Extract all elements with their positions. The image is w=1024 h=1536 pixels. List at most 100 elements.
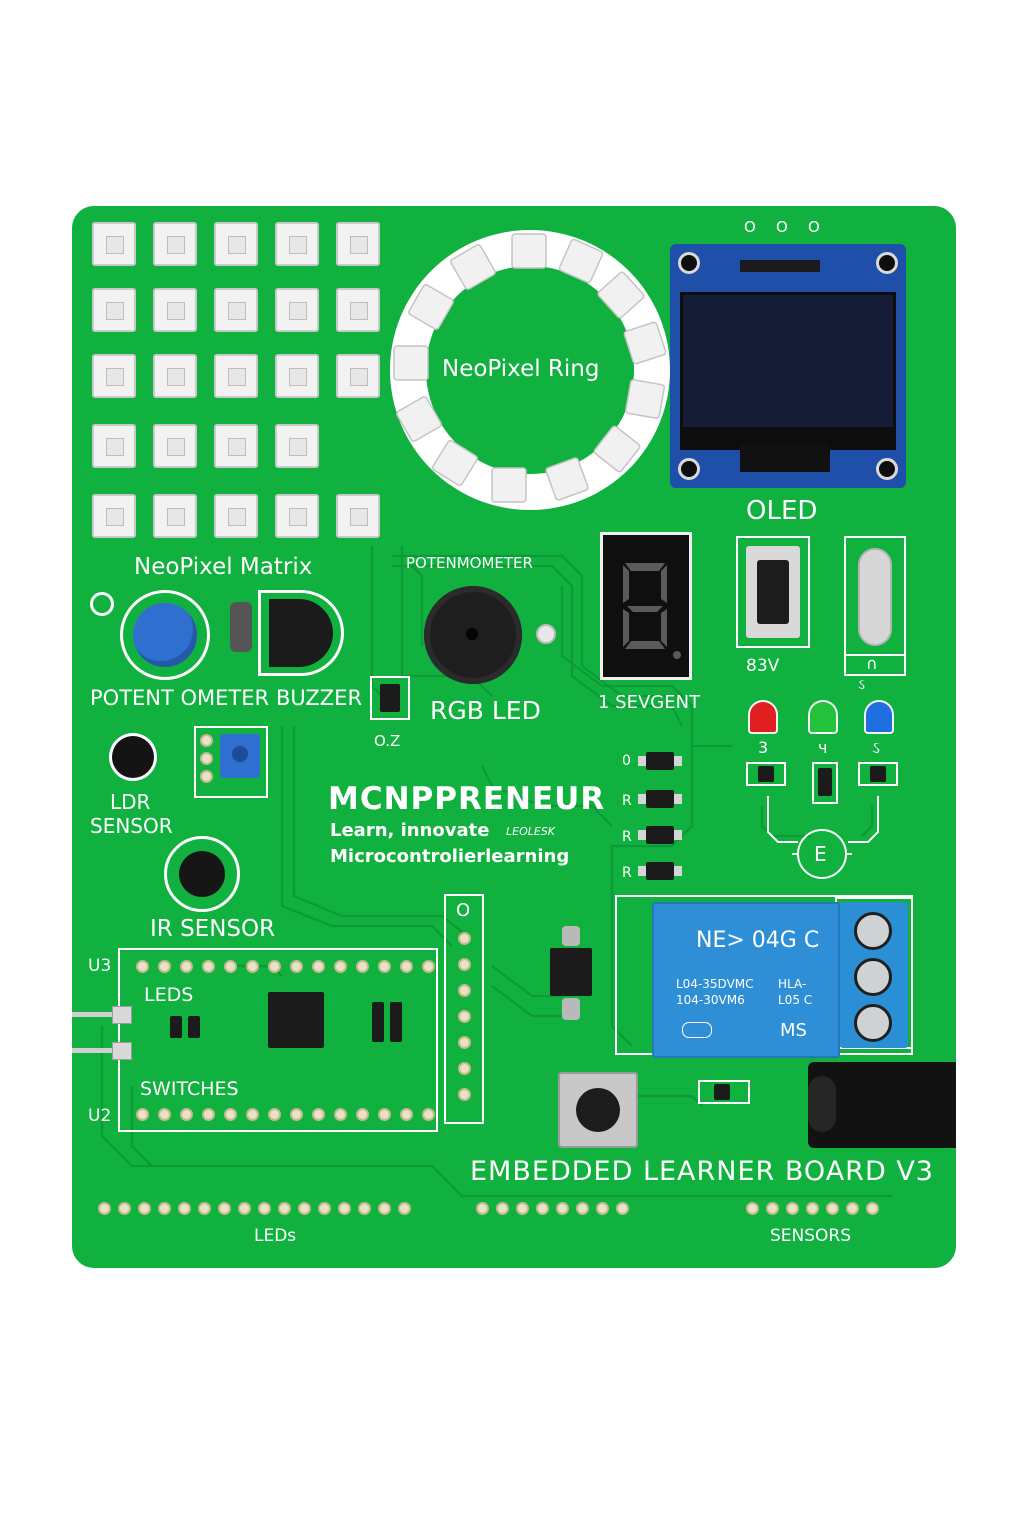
switch-voltage-label: 83V [746,656,780,676]
pcb-board: NeoPixel Matrix NeoPixel Ring [72,206,956,1268]
switches-block-label: SWITCHES [140,1078,239,1100]
blue-led [864,700,894,734]
res-label: R [622,793,632,809]
matrix-led [153,222,197,266]
led-number-blue: ઽ [872,738,880,757]
leds-block-label: LEDS [144,984,194,1006]
slide-switch[interactable] [736,536,810,648]
relay-spec-2: 104-30VM6 [676,993,745,1007]
ldr-label-line1: LDR [110,790,151,814]
matrix-led [214,424,258,468]
smd-resistor [638,826,682,844]
matrix-led [336,222,380,266]
neopixel-matrix-label: NeoPixel Matrix [134,554,313,580]
relay-spec-1: L04-35DVMC [676,977,754,991]
ldr-label-line2: SENSOR [90,814,173,838]
buzzer [258,590,344,676]
matrix-led [153,424,197,468]
bottom-leds-label: LEDs [254,1226,297,1246]
u2-label: U2 [88,1106,112,1126]
matrix-led [336,288,380,332]
res-label: R [622,865,632,881]
matrix-led [92,354,136,398]
matrix-led [275,222,319,266]
transistor [858,762,898,786]
seven-segment-display [600,532,692,680]
buzzer-label: BUZZER [276,686,363,710]
relay-brand: MS [780,1020,807,1041]
led-mark: ઽ [858,677,865,693]
potentiometer-top-label: POTENMOMETER [406,554,533,572]
seven-segment-digit [623,563,681,659]
left-header-pins [72,1006,142,1066]
buzzer-disc [424,586,522,684]
matrix-led [92,222,136,266]
matrix-led [214,222,258,266]
tagline-logo: LEOLESK [506,825,556,838]
e-symbol: E [814,842,827,866]
potentiometer-label: POTENT OMETER [90,686,270,710]
res-label: R [622,829,632,845]
oled-header-pins: O O O [744,218,820,236]
pin-header-column: O [444,894,484,1124]
rgb-led-label: RGB LED [430,696,541,725]
tagline-line1: Learn, innovate [330,820,490,841]
copper-traces [100,546,892,1198]
seven-segment-label: 1 SEVGENT [598,692,701,713]
matrix-led [153,354,197,398]
led-number-red: 3 [758,738,769,757]
screw-terminal[interactable] [840,902,908,1048]
potentiometer-knob[interactable] [120,590,210,680]
u3-label: U3 [88,956,112,976]
relay-spec-4: L05 C [778,993,813,1007]
ldr-sensor [112,736,154,778]
matrix-led [153,288,197,332]
res-label: 0 [622,753,631,769]
bottom-sensors-label: SENSORS [770,1226,852,1246]
header-label: O [456,900,471,921]
mcu-chip [268,992,324,1048]
board-title: EMBEDDED LEARNER BOARD V3 [470,1156,934,1187]
relay-model: NE> 04G C [696,928,820,953]
smd-resistor [638,752,682,770]
matrix-led [92,424,136,468]
green-led [808,700,838,734]
neopixel-ring-label: NeoPixel Ring [442,356,600,382]
ir-sensor-label: IR SENSOR [150,916,276,942]
matrix-led [336,494,380,538]
matrix-led [275,354,319,398]
oz-label: O.Z [374,732,401,750]
oled-screen [680,292,896,430]
transistor [812,762,838,804]
ldr-component [230,602,252,652]
matrix-led [92,288,136,332]
led-silk-lines [767,796,879,879]
smd-pair [372,1002,406,1042]
oz-component [370,676,410,720]
led-indicator [536,624,556,644]
transistor [746,762,786,786]
matrix-led [214,288,258,332]
dc-power-jack[interactable] [808,1062,956,1148]
matrix-led [214,354,258,398]
small-switch[interactable] [698,1080,750,1104]
crystal: ∩ [844,536,906,676]
matrix-led [92,494,136,538]
ir-sensor [164,836,240,912]
matrix-led [275,424,319,468]
matrix-led [214,494,258,538]
mcu-footprint [118,948,438,1132]
relay-spec-3: HLA- [778,977,807,991]
ring-leds [393,233,667,503]
relay: NE> 04G C L04-35DVMC 104-30VM6 HLA- L05 … [652,902,840,1058]
mount-hole [90,592,114,616]
push-button[interactable] [558,1072,638,1148]
trimmer-potentiometer[interactable] [194,726,268,798]
red-led [748,700,778,734]
smd-pair [170,1016,204,1038]
tagline-line2: Microcontrolierlearning [330,846,570,867]
oled-label: OLED [746,496,818,526]
matrix-led [336,354,380,398]
brand-logo: MCNPPRENEUR [328,781,606,817]
smd-resistor [638,862,682,880]
